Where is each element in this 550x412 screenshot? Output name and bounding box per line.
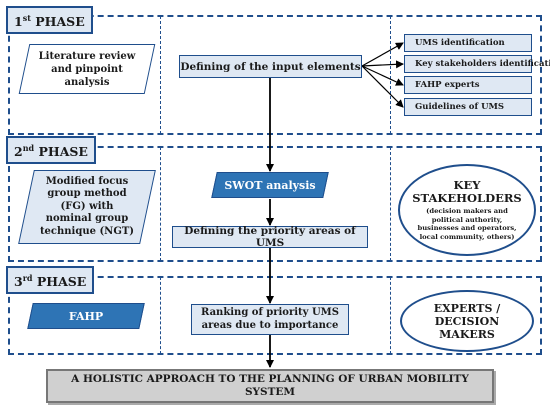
experts-decision-makers-oval: EXPERTS / DECISION MAKERS xyxy=(400,290,534,352)
holistic-approach-result-box: A HOLISTIC APPROACH TO THE PLANNING OF U… xyxy=(46,369,494,403)
phase-number: 2 xyxy=(14,144,23,160)
input-item-fahp-experts: FAHP experts xyxy=(404,76,532,94)
input-item-ums-identification: UMS identification xyxy=(404,34,532,52)
column-divider xyxy=(390,16,391,134)
phase-number: 1 xyxy=(14,14,23,30)
key-stakeholders-title: KEY STAKEHOLDERS xyxy=(412,178,522,205)
priority-areas-box: Defining the priority areas of UMS xyxy=(172,225,368,249)
phase-1-frame xyxy=(8,15,542,135)
experts-decision-makers-text: EXPERTS / DECISION MAKERS xyxy=(433,301,501,341)
holistic-approach-text: A HOLISTIC APPROACH TO THE PLANNING OF U… xyxy=(71,373,469,398)
phase-suffix: st xyxy=(22,13,31,23)
key-stakeholders-subtitle: (decision makers and political authority… xyxy=(417,207,517,241)
phase-2-frame xyxy=(8,146,542,262)
column-divider xyxy=(390,277,391,354)
column-divider xyxy=(390,147,391,261)
input-item-label: UMS identification xyxy=(415,38,505,48)
column-divider xyxy=(160,277,161,354)
phase-3-label: 3rd PHASE xyxy=(6,266,95,295)
swot-analysis-box: SWOT analysis xyxy=(214,172,326,198)
defining-input-elements-box: Defining of the input elements xyxy=(179,55,362,78)
arrow-to-key-stakeholders xyxy=(361,60,404,69)
input-item-key-stakeholders: Key stakeholders identification xyxy=(404,55,550,73)
column-divider xyxy=(160,16,161,134)
phase-suffix: nd xyxy=(22,143,35,153)
phase-1-label: 1st PHASE xyxy=(6,6,93,35)
input-item-label: Key stakeholders identification xyxy=(415,59,550,69)
key-stakeholders-oval: KEY STAKEHOLDERS (decision makers and po… xyxy=(398,164,536,256)
ranking-priority-box: Ranking of priority UMS areas due to imp… xyxy=(191,304,349,335)
phase-3-frame xyxy=(8,276,542,355)
literature-review-text: Literature review and pinpoint analysis xyxy=(38,50,136,88)
swot-analysis-text: SWOT analysis xyxy=(224,178,316,192)
arrow-to-ums-identification xyxy=(361,42,404,67)
phase-suffix: rd xyxy=(22,273,33,283)
arrow-to-guidelines xyxy=(361,65,404,108)
defining-input-elements-text: Defining of the input elements xyxy=(180,60,361,73)
phase-word: PHASE xyxy=(38,144,88,160)
phase-word: PHASE xyxy=(35,14,85,30)
input-item-label: FAHP experts xyxy=(415,80,480,90)
literature-review-box: Literature review and pinpoint analysis xyxy=(24,44,150,94)
fahp-text: FAHP xyxy=(68,309,104,323)
phase-2-label: 2nd PHASE xyxy=(6,136,96,165)
focus-group-method-text: Modified focus group method (FG) with no… xyxy=(39,175,135,237)
column-divider xyxy=(160,147,161,261)
phase-word: PHASE xyxy=(36,274,87,290)
input-item-guidelines: Guidelines of UMS xyxy=(404,98,532,116)
phase-number: 3 xyxy=(14,274,23,290)
ranking-priority-text: Ranking of priority UMS areas due to imp… xyxy=(201,307,339,331)
arrow-to-fahp-experts xyxy=(361,65,404,86)
input-item-label: Guidelines of UMS xyxy=(415,102,505,112)
focus-group-method-box: Modified focus group method (FG) with no… xyxy=(26,170,148,244)
fahp-box: FAHP xyxy=(30,303,142,329)
priority-areas-text: Defining the priority areas of UMS xyxy=(184,225,356,249)
